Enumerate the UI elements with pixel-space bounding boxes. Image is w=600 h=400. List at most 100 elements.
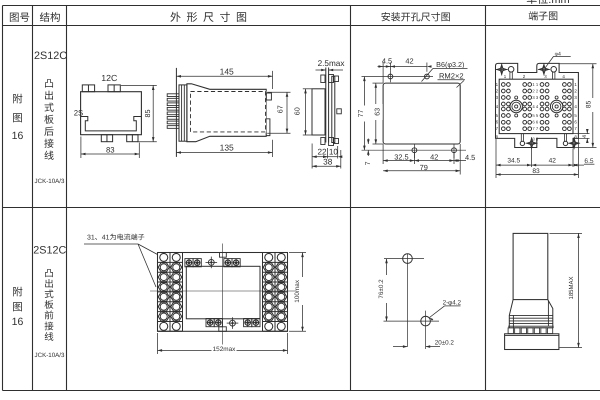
svg-text:线: 线 xyxy=(44,150,54,162)
svg-text:单位:mm: 单位:mm xyxy=(526,0,569,6)
svg-text:RM2×2: RM2×2 xyxy=(439,72,464,81)
svg-text:185MAX: 185MAX xyxy=(568,276,575,299)
svg-text:2: 2 xyxy=(523,74,526,79)
svg-text:安装开孔尺寸图: 安装开孔尺寸图 xyxy=(381,11,451,23)
svg-text:2: 2 xyxy=(574,88,577,93)
svg-text:3: 3 xyxy=(496,95,499,100)
svg-text:4.5: 4.5 xyxy=(465,153,475,162)
svg-text:前: 前 xyxy=(44,310,54,322)
svg-text:式: 式 xyxy=(44,290,54,301)
svg-text:附: 附 xyxy=(12,94,23,106)
svg-text:4: 4 xyxy=(582,135,588,138)
svg-text:22: 22 xyxy=(317,148,327,157)
svg-text:67: 67 xyxy=(276,105,285,113)
svg-text:式: 式 xyxy=(44,102,54,114)
svg-text:7: 7 xyxy=(496,126,499,131)
svg-text:出: 出 xyxy=(44,279,54,290)
svg-text:16: 16 xyxy=(12,316,24,328)
svg-text:8: 8 xyxy=(536,137,539,142)
svg-text:42: 42 xyxy=(549,158,557,165)
svg-text:5: 5 xyxy=(574,113,577,118)
svg-text:85: 85 xyxy=(143,110,152,118)
svg-text:6: 6 xyxy=(574,120,577,125)
svg-text:8: 8 xyxy=(496,135,499,140)
svg-text:7: 7 xyxy=(574,126,577,131)
svg-text:凸: 凸 xyxy=(44,268,54,279)
svg-text:1: 1 xyxy=(496,82,499,87)
svg-text:6.5: 6.5 xyxy=(584,158,593,165)
svg-text:4: 4 xyxy=(574,104,577,109)
svg-text:100max: 100max xyxy=(294,279,301,303)
svg-text:2S12C: 2S12C xyxy=(34,50,67,62)
svg-text:42: 42 xyxy=(430,152,438,161)
svg-text:6: 6 xyxy=(496,120,499,125)
svg-text:φ4: φ4 xyxy=(555,51,561,57)
svg-text:77: 77 xyxy=(358,110,365,118)
svg-text:接: 接 xyxy=(44,321,54,332)
svg-text:后: 后 xyxy=(44,126,54,138)
svg-text:135: 135 xyxy=(220,143,234,153)
svg-text:3: 3 xyxy=(574,95,577,100)
svg-text:145: 145 xyxy=(220,67,234,77)
svg-text:83: 83 xyxy=(532,168,540,175)
svg-text:板: 板 xyxy=(44,300,54,311)
svg-text:板: 板 xyxy=(44,114,54,126)
svg-text:接: 接 xyxy=(44,138,54,150)
svg-text:2: 2 xyxy=(536,88,539,93)
svg-text:4: 4 xyxy=(562,74,565,79)
svg-text:B6(φ3.2): B6(φ3.2) xyxy=(436,60,464,69)
svg-text:7: 7 xyxy=(365,161,372,165)
svg-text:图: 图 xyxy=(12,301,23,313)
svg-text:3: 3 xyxy=(544,74,547,79)
svg-text:5: 5 xyxy=(536,113,539,118)
svg-text:线: 线 xyxy=(44,332,54,343)
svg-text:12C: 12C xyxy=(101,73,118,83)
svg-text:附: 附 xyxy=(12,287,23,299)
svg-text:60: 60 xyxy=(292,107,301,115)
svg-text:8: 8 xyxy=(532,137,535,142)
svg-text:2.5max: 2.5max xyxy=(318,59,345,68)
svg-text:4: 4 xyxy=(532,104,535,109)
svg-text:31、41为电流端子: 31、41为电流端子 xyxy=(87,234,145,242)
svg-text:3: 3 xyxy=(532,95,535,100)
svg-text:6: 6 xyxy=(532,120,535,125)
svg-text:152max: 152max xyxy=(213,346,237,353)
svg-text:32.5: 32.5 xyxy=(394,152,408,161)
svg-text:6: 6 xyxy=(536,120,539,125)
svg-text:1: 1 xyxy=(504,74,507,79)
svg-text:2S: 2S xyxy=(74,108,84,117)
svg-text:凸: 凸 xyxy=(44,79,54,90)
svg-text:1: 1 xyxy=(532,82,535,87)
svg-text:8: 8 xyxy=(574,135,577,140)
svg-text:20±0.2: 20±0.2 xyxy=(435,340,455,347)
svg-text:10: 10 xyxy=(329,148,339,157)
svg-text:1: 1 xyxy=(536,82,539,87)
svg-text:4: 4 xyxy=(536,104,539,109)
svg-text:JCK-10A/3: JCK-10A/3 xyxy=(35,352,65,359)
svg-text:5: 5 xyxy=(496,113,499,118)
svg-text:外形尺寸图: 外形尺寸图 xyxy=(170,11,247,24)
svg-text:2: 2 xyxy=(496,88,499,93)
svg-text:85: 85 xyxy=(586,100,593,108)
svg-text:4.5: 4.5 xyxy=(382,57,392,66)
svg-text:38: 38 xyxy=(323,158,333,167)
svg-text:结构: 结构 xyxy=(40,12,61,24)
svg-text:图号: 图号 xyxy=(9,12,30,24)
svg-text:2-φ4.2: 2-φ4.2 xyxy=(443,299,462,306)
svg-text:2S12C: 2S12C xyxy=(33,244,66,256)
svg-text:42: 42 xyxy=(405,57,413,66)
svg-text:79: 79 xyxy=(420,163,428,172)
svg-text:83: 83 xyxy=(106,146,115,155)
svg-text:图: 图 xyxy=(12,113,23,125)
svg-text:出: 出 xyxy=(44,90,54,102)
svg-text:16: 16 xyxy=(12,130,24,142)
svg-text:4: 4 xyxy=(496,104,499,109)
svg-text:2: 2 xyxy=(532,88,535,93)
svg-text:76±0.2: 76±0.2 xyxy=(378,279,385,299)
svg-text:JCK-10A/3: JCK-10A/3 xyxy=(35,178,65,185)
svg-text:1: 1 xyxy=(574,82,577,87)
svg-text:7: 7 xyxy=(532,126,535,131)
svg-text:7: 7 xyxy=(536,126,539,131)
svg-text:34.5: 34.5 xyxy=(507,158,520,165)
svg-text:63: 63 xyxy=(374,108,381,116)
